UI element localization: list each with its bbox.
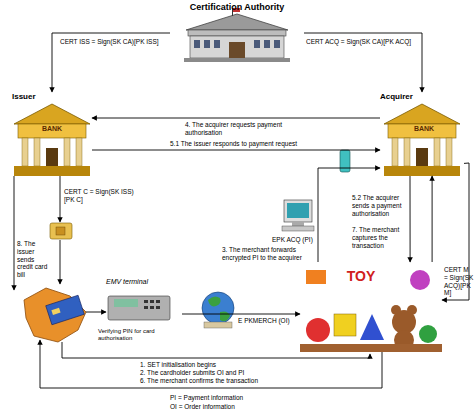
terminal-art	[108, 296, 170, 320]
edge-label: 4. The acquirer requests payment authori…	[185, 121, 315, 137]
bank-sign: BANK	[20, 125, 84, 133]
connector-arrow	[182, 314, 300, 315]
bank-building: AcquirerBANK	[380, 92, 464, 176]
connector-arrow	[92, 118, 380, 119]
issuer-bank-art	[14, 104, 90, 176]
step-label: 8. The issuer sends credit card bill	[17, 240, 51, 279]
shop-sign: TOY	[336, 268, 386, 285]
edge-label: 7. The merchant captures the transaction	[352, 226, 408, 249]
emv-terminal: EMV terminalVerifying PIN for card autho…	[98, 278, 182, 350]
connector-arrow	[92, 150, 380, 151]
acquirer-bank-art	[384, 104, 460, 176]
connector-arrow	[410, 176, 411, 262]
authority-building: Certification Authority	[170, 2, 304, 64]
computer-art	[282, 200, 314, 231]
certificate-note: CERT C = Sign(SK ISS)[PK C]	[64, 188, 136, 204]
step-label: 2. The cardholder submits OI and PI	[140, 369, 340, 377]
node-note: Verifying PIN for card authorisation	[98, 328, 182, 342]
step-label: 6. The merchant confirms the transaction	[140, 377, 340, 385]
node-title: EMV terminal	[106, 278, 182, 286]
edge-label: CERT ISS = Sign(SK CA)[PK ISS]	[60, 38, 172, 46]
edge-label: CERT ACQ = Sign(SK CA)[PK ACQ]	[306, 38, 420, 46]
cardholder-art	[24, 288, 86, 342]
bank-building: IssuerBANK	[12, 92, 92, 176]
edge-label: CERT M = Sign(SK ACQ)[PK M]	[444, 266, 474, 297]
merchant-shop: TOY	[300, 262, 442, 354]
step-label: 1. SET initialisation begins	[140, 361, 340, 369]
abbreviation-note: OI = Order information	[170, 403, 330, 411]
encrypted-data-label: EPK ACQ (PI)	[272, 236, 324, 244]
node-title: Certification Authority	[170, 2, 304, 13]
edge-label: 5.1 The issuer responds to payment reque…	[170, 140, 350, 148]
internet-globe	[202, 292, 234, 328]
node-title: Issuer	[12, 92, 72, 102]
node-title: Acquirer	[380, 92, 440, 102]
edge-label: 5.2 The acquirer sends a payment authori…	[352, 194, 408, 217]
edge-label: E PKMERCH (OI)	[238, 317, 298, 325]
edge-label: 3. The merchant forwards encrypted PI to…	[222, 246, 314, 262]
connector-arrow	[304, 33, 422, 92]
connector-arrow	[432, 176, 433, 262]
authority-art	[184, 8, 290, 62]
bank-sign: BANK	[388, 125, 460, 133]
abbreviation-note: PI = Payment information	[170, 394, 330, 402]
